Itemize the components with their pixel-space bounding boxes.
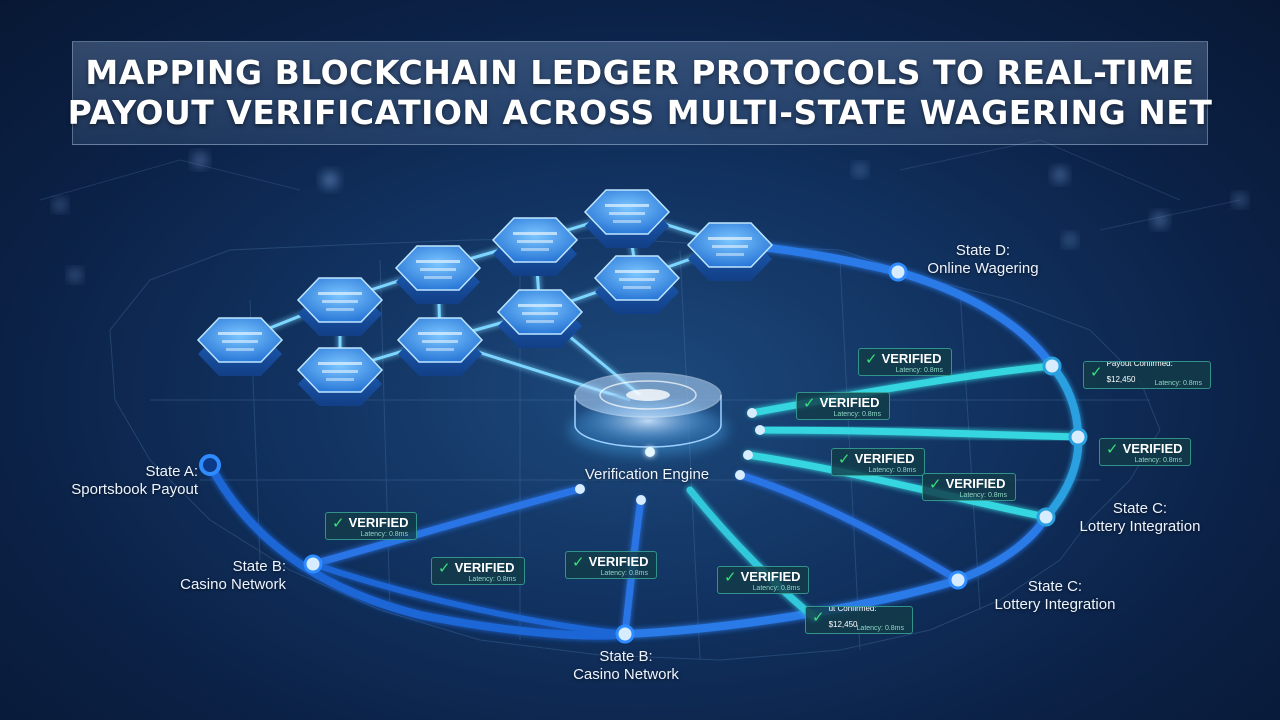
state-b-bottom-label: State B: Casino Network bbox=[540, 648, 712, 684]
payout-badge: ✓ut Confirmed: $12,450 Latency: 0.8ms bbox=[805, 606, 913, 634]
background-constellation bbox=[39, 139, 1245, 280]
state-b-bottom-name: State B: bbox=[599, 648, 653, 665]
node-state-b-left bbox=[303, 554, 323, 574]
ledger-block bbox=[296, 347, 384, 406]
ledger-block bbox=[296, 277, 384, 336]
check-icon: ✓ bbox=[438, 559, 451, 577]
state-a-desc: Sportsbook Payout bbox=[71, 481, 198, 498]
verification-engine bbox=[568, 372, 728, 457]
ledger-block bbox=[496, 289, 584, 348]
state-b-left-desc: Casino Network bbox=[180, 576, 286, 593]
state-c-lower-name: State C: bbox=[1027, 578, 1083, 595]
node-endpoint bbox=[735, 470, 745, 480]
check-icon: ✓ bbox=[812, 608, 825, 626]
check-icon: ✓ bbox=[1090, 363, 1103, 381]
verified-badge: ✓VERIFIED Latency: 0.8ms bbox=[831, 448, 925, 476]
check-icon: ✓ bbox=[724, 568, 737, 586]
state-c-right-label: State C: Lottery Integration bbox=[1062, 500, 1218, 536]
check-icon: ✓ bbox=[1106, 440, 1119, 458]
state-d-desc: Online Wagering bbox=[927, 260, 1039, 277]
engine-label: Verification Engine bbox=[584, 466, 710, 483]
node-state-d bbox=[888, 262, 908, 282]
ledger-block bbox=[583, 189, 671, 248]
state-a-name: State A: bbox=[145, 463, 198, 480]
node-state-b-bottom bbox=[615, 624, 635, 644]
payout-badge: ✓Payout Confirmed: $12,450 Latency: 0.8m… bbox=[1083, 361, 1211, 389]
ledger-block bbox=[396, 317, 484, 376]
state-b-bottom-desc: Casino Network bbox=[573, 666, 679, 683]
node-hub bbox=[1042, 356, 1062, 376]
verified-badge: ✓VERIFIED Latency: 0.8ms bbox=[565, 551, 657, 579]
node-endpoint bbox=[743, 450, 753, 460]
ledger-block bbox=[394, 245, 482, 304]
node-hub bbox=[1068, 427, 1088, 447]
ledger-block bbox=[593, 255, 681, 314]
node-endpoint bbox=[636, 495, 646, 505]
state-b-left-label: State B: Casino Network bbox=[150, 558, 286, 594]
node-state-c-right bbox=[1036, 507, 1056, 527]
ledger-block bbox=[491, 217, 579, 276]
state-c-lower-label: State C: Lottery Integration bbox=[975, 578, 1135, 614]
state-c-lower-desc: Lottery Integration bbox=[994, 596, 1116, 613]
state-d-label: State D: Online Wagering bbox=[910, 242, 1056, 278]
state-a-label: State A: Sportsbook Payout bbox=[40, 463, 198, 499]
check-icon: ✓ bbox=[803, 394, 816, 412]
state-nodes bbox=[199, 262, 1088, 644]
verified-badge: ✓VERIFIED Latency: 0.8ms bbox=[717, 566, 809, 594]
verification-links bbox=[309, 362, 1082, 638]
state-b-left-name: State B: bbox=[232, 558, 286, 575]
verified-badge: ✓VERIFIED Latency: 0.8ms bbox=[796, 392, 890, 420]
node-state-a bbox=[199, 454, 221, 476]
node-state-c-lower bbox=[948, 570, 968, 590]
check-icon: ✓ bbox=[929, 475, 942, 493]
check-icon: ✓ bbox=[865, 350, 878, 368]
check-icon: ✓ bbox=[572, 553, 585, 571]
state-c-right-desc: Lottery Integration bbox=[1079, 518, 1201, 535]
ledger-block bbox=[196, 317, 284, 376]
verified-badge: ✓VERIFIED Latency: 0.8ms bbox=[922, 473, 1016, 501]
verified-badge: ✓VERIFIED Latency: 0.8ms bbox=[1099, 438, 1191, 466]
node-endpoint bbox=[747, 408, 757, 418]
state-d-name: State D: bbox=[955, 242, 1011, 259]
ledger-block bbox=[686, 222, 774, 281]
check-icon: ✓ bbox=[332, 514, 345, 532]
title-line-1: MAPPING BLOCKCHAIN LEDGER PROTOCOLS TO R… bbox=[85, 53, 1195, 92]
title-line-2: PAYOUT VERIFICATION ACROSS MULTI-STATE W… bbox=[67, 93, 1213, 132]
verified-badge: ✓VERIFIED Latency: 0.8ms bbox=[325, 512, 417, 540]
node-endpoint bbox=[755, 425, 765, 435]
check-icon: ✓ bbox=[838, 450, 851, 468]
ledger-blocks bbox=[196, 189, 774, 406]
node-endpoint bbox=[575, 484, 585, 494]
verified-badge: ✓VERIFIED Latency: 0.8ms bbox=[431, 557, 525, 585]
title-banner: MAPPING BLOCKCHAIN LEDGER PROTOCOLS TO R… bbox=[68, 41, 1212, 145]
verified-badge: ✓VERIFIED Latency: 0.8ms bbox=[858, 348, 952, 376]
state-c-right-name: State C: bbox=[1112, 500, 1168, 517]
